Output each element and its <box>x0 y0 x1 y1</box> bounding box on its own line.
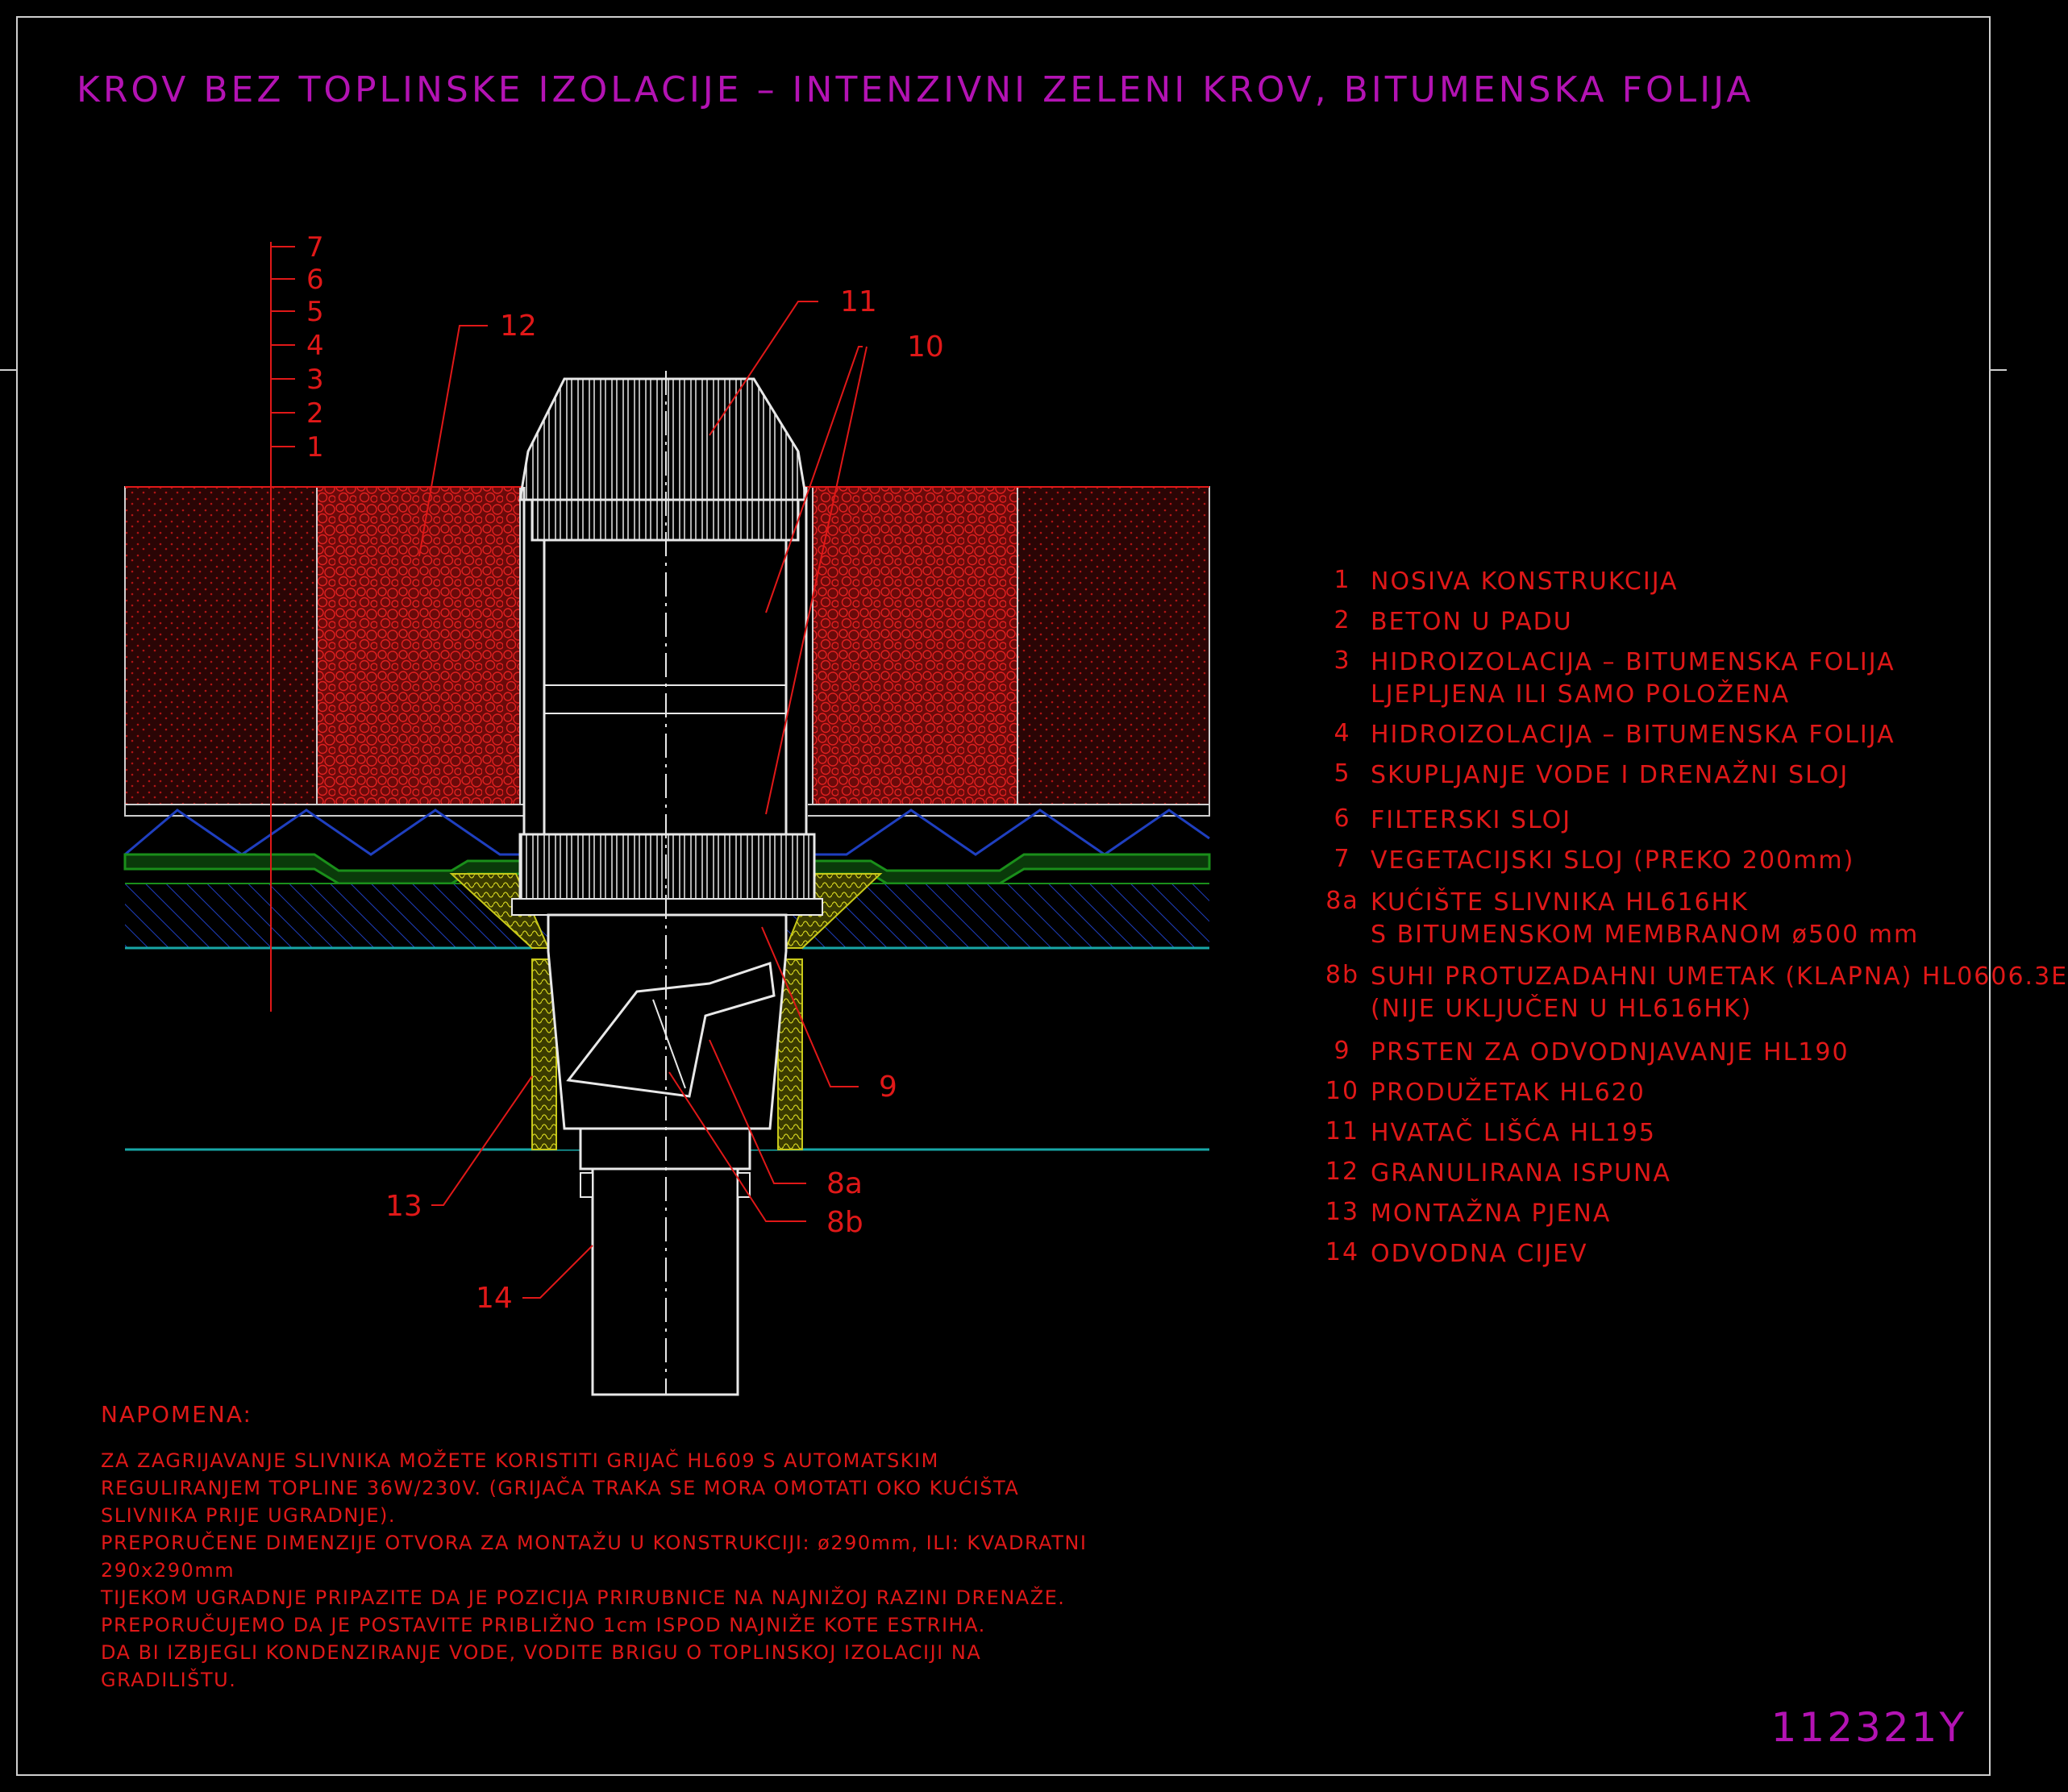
callout-12: 12 <box>500 310 537 343</box>
flap-insert-hl06063e <box>566 961 776 1098</box>
callout-14: 14 <box>476 1282 513 1315</box>
note-heading: NAPOMENA: <box>101 1401 252 1428</box>
flap-hinge <box>652 999 686 1089</box>
scale-mark-4: 4 <box>306 330 324 362</box>
callout-11: 11 <box>840 285 877 318</box>
drawing-code: 112321Y <box>1770 1704 1966 1751</box>
note-line: PREPORUČENE DIMENZIJE OTVORA ZA MONTAŽU … <box>101 1532 1088 1554</box>
callout-10: 10 <box>907 331 944 364</box>
callout-13: 13 <box>385 1190 422 1223</box>
frame-tick-right <box>1991 369 2007 371</box>
note-line: GRADILIŠTU. <box>101 1669 237 1691</box>
extension-outer-walls <box>522 487 808 838</box>
note-line: 290x290mm <box>101 1559 235 1582</box>
vegetation-layer-right <box>1017 486 1210 805</box>
note-line: ZA ZAGRIJAVANJE SLIVNIKA MOŽETE KORISTIT… <box>101 1449 939 1472</box>
note-line: SLIVNIKA PRIJE UGRADNJE). <box>101 1504 397 1527</box>
scale-mark-2: 2 <box>306 397 324 430</box>
scale-mark-5: 5 <box>306 296 324 328</box>
layer-scale-ticks <box>271 246 295 447</box>
scale-mark-7: 7 <box>306 231 324 264</box>
leaf-guard-hl195 <box>518 377 808 501</box>
frame-tick-left <box>0 369 16 371</box>
note-line: TIJEKOM UGRADNJE PRIPAZITE DA JE POZICIJ… <box>101 1586 1066 1609</box>
note-block: NAPOMENA: ZA ZAGRIJAVANJE SLIVNIKA MOŽET… <box>101 1401 1088 1694</box>
drawing-frame <box>16 16 1991 1776</box>
callout-9: 9 <box>879 1071 897 1104</box>
granular-fill-right <box>812 486 1018 805</box>
callout-8b: 8b <box>826 1206 863 1239</box>
flange-clamp <box>511 898 823 916</box>
scale-mark-6: 6 <box>306 264 324 296</box>
leader-lines <box>418 301 868 1299</box>
pipe-seal-left <box>580 1172 593 1198</box>
callout-8a: 8a <box>826 1167 863 1200</box>
note-line: DA BI IZBJEGLI KONDENZIRANJE VODE, VODIT… <box>101 1641 982 1664</box>
note-line: PREPORUČUJEMO DA JE POSTAVITE PRIBLIŽNO … <box>101 1614 986 1636</box>
note-body: ZA ZAGRIJAVANJE SLIVNIKA MOŽETE KORISTIT… <box>101 1447 1088 1694</box>
drain-body-hl616hk <box>547 913 788 1130</box>
granular-fill-left <box>316 486 521 805</box>
vegetation-layer-left <box>124 486 318 805</box>
scale-mark-3: 3 <box>306 364 324 396</box>
section-drawing: 7 6 5 4 3 2 1 12 11 10 9 8a 8b 13 14 <box>123 231 1211 1396</box>
drawing-title: KROV BEZ TOPLINSKE IZOLACIJE – INTENZIVN… <box>77 69 1754 110</box>
scale-mark-1: 1 <box>306 431 324 464</box>
note-line: REGULIRANJEM TOPLINE 36W/230V. (GRIJAČA … <box>101 1477 1020 1499</box>
